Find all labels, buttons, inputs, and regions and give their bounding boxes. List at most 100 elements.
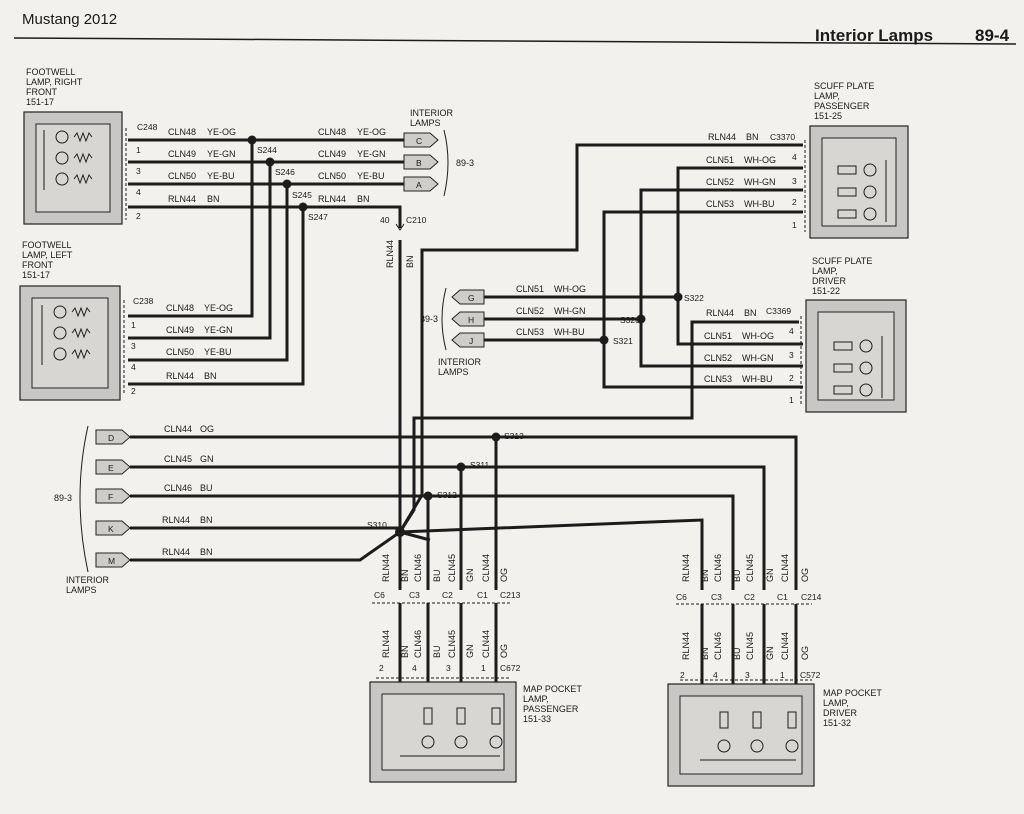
splice-label: S244 <box>257 145 277 155</box>
connector-tag-j <box>451 332 485 348</box>
wire-cln45-gn <box>130 465 766 590</box>
component-label: MAP POCKET <box>823 688 882 698</box>
component-label: 151-33 <box>523 714 551 724</box>
lamp-bulb-icon <box>833 336 883 398</box>
connector-id: C214 <box>801 592 822 602</box>
wire-label: BN <box>357 194 370 204</box>
component-label: SCUFF PLATE <box>814 81 874 91</box>
ref-label: INTERIOR <box>438 357 482 367</box>
tag-letter: H <box>468 315 474 325</box>
connector-id: C572 <box>800 670 821 680</box>
wire-label: BN <box>200 515 213 525</box>
wire-label: OG <box>200 424 214 434</box>
wire-label: CLN48 <box>318 127 346 137</box>
pin-number: 2 <box>136 211 141 221</box>
wire-label: CLN45 <box>447 554 457 582</box>
pin-number: 1 <box>481 663 486 673</box>
connector-id: C1 <box>777 592 788 602</box>
header-rule <box>13 37 1017 45</box>
component-label: LAMP, LEFT <box>22 250 73 260</box>
pin-number: 2 <box>379 663 384 673</box>
pin-number: 1 <box>136 145 141 155</box>
wire-label: BN <box>744 308 757 318</box>
tag-letter: D <box>108 433 114 443</box>
wire-label: WH-GN <box>742 353 774 363</box>
wire-label: RLN44 <box>381 630 391 658</box>
wire-label: CLN53 <box>706 199 734 209</box>
wire-label: CLN49 <box>166 325 194 335</box>
wire-label: CLN53 <box>516 327 544 337</box>
splice-label: S322 <box>684 293 704 303</box>
footwell-lamp-right-front: FOOTWELL LAMP, RIGHT FRONT 151-17 C248 1… <box>23 67 158 225</box>
connector-id: C3 <box>711 592 722 602</box>
wire-label: CLN45 <box>164 454 192 464</box>
component-label: SCUFF PLATE <box>812 256 872 266</box>
wire-label: YE-OG <box>357 127 386 137</box>
wire-rln44-lf <box>128 207 305 386</box>
wire-label: RLN44 <box>162 515 190 525</box>
wire-label: WH-OG <box>554 284 586 294</box>
component-label: PASSENGER <box>814 101 870 111</box>
interior-lamps-ref-mid: G H J 89-3 INTERIOR LAMPS <box>420 287 485 377</box>
wire-label: WH-BU <box>744 199 775 209</box>
wire-label: BU <box>432 569 442 582</box>
pin-number: 3 <box>446 663 451 673</box>
lamp-bulb-icon <box>700 711 799 761</box>
wire-label: RLN44 <box>708 132 736 142</box>
wire-label: RLN44 <box>681 632 691 660</box>
ref-label: LAMPS <box>410 118 441 128</box>
ref-label: LAMPS <box>438 367 469 377</box>
wire-rln44-scuff-drv <box>398 320 799 533</box>
connector-tag-h <box>451 311 485 327</box>
wire-label: CLN51 <box>704 331 732 341</box>
wire-label: CLN46 <box>413 554 423 582</box>
wire-label: CLN52 <box>704 353 732 363</box>
wire-label: BN <box>746 132 759 142</box>
wire-label: RLN44 <box>168 194 196 204</box>
pin-number: 4 <box>789 326 794 336</box>
wire-label: OG <box>499 644 509 658</box>
wire-cln49-lf <box>128 162 272 340</box>
connector-tag-c <box>403 132 439 148</box>
tag-letter: E <box>108 463 114 473</box>
wire-rln44-scuff-pass <box>398 143 803 533</box>
interior-lamps-ref-left: D E F K M 89-3 INTERIOR LAMPS S313 S311 … <box>54 240 798 595</box>
connector-tag-e <box>95 459 131 475</box>
pin-number: 4 <box>792 152 797 162</box>
wire-label: CLN52 <box>706 177 734 187</box>
connector-id: C6 <box>374 590 385 600</box>
wire-rln44-stub <box>399 530 431 542</box>
wire-label: CLN44 <box>164 424 192 434</box>
pin-number: 2 <box>680 670 685 680</box>
wire-label: WH-BU <box>554 327 585 337</box>
wire-label: RLN44 <box>166 371 194 381</box>
splice-label: S320 <box>620 315 640 325</box>
wire-label: RLN44 <box>706 308 734 318</box>
wire-rln44-c210 <box>128 205 402 228</box>
vertical-wire-labels: RLN44 BN CLN46 BU CLN45 GN CLN44 OG RLN4… <box>381 554 509 658</box>
component-label: DRIVER <box>812 276 847 286</box>
wire-label: CLN50 <box>318 171 346 181</box>
component-label: MAP POCKET <box>523 684 582 694</box>
wire-label: CLN46 <box>713 554 723 582</box>
component-label: LAMP, <box>523 694 549 704</box>
tag-letter: F <box>108 492 113 502</box>
wire-label: BN <box>700 647 710 660</box>
component-label: LAMP, <box>814 91 840 101</box>
wire-label: CLN51 <box>516 284 544 294</box>
component-label: 151-32 <box>823 718 851 728</box>
wire-label: BN <box>400 569 410 582</box>
pin-number: 1 <box>780 670 785 680</box>
wire-label: WH-GN <box>744 177 776 187</box>
splice-dot <box>599 335 609 345</box>
connector-tag-a <box>403 176 439 192</box>
wire-label: CLN44 <box>481 630 491 658</box>
wire-label: WH-BU <box>742 374 773 384</box>
connector-id: C238 <box>133 296 154 306</box>
tag-letter: B <box>416 158 422 168</box>
wire-cln48-lf <box>128 140 254 318</box>
splice-label: S321 <box>613 336 633 346</box>
wire-rln44-driver-map <box>399 518 704 590</box>
wire-label: BU <box>732 569 742 582</box>
